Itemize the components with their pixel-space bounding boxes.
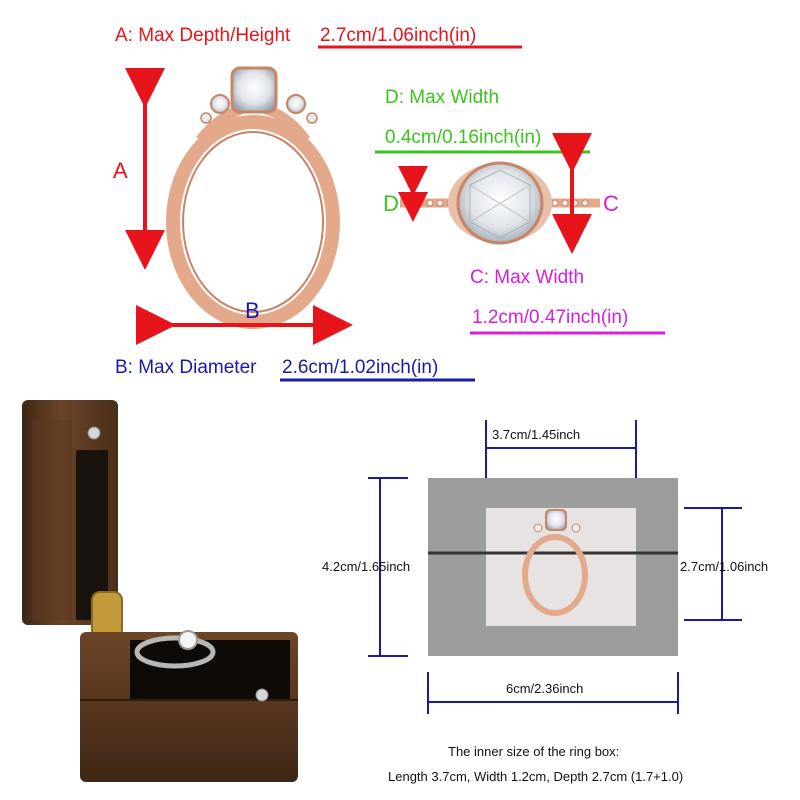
inner-height-label: 2.7cm/1.06inch [680, 559, 769, 574]
c-value-label: 1.2cm/0.47inch(in) [472, 307, 629, 328]
c-title-label: C: Max Width [470, 267, 585, 288]
d-value-label: 0.4cm/0.16inch(in) [385, 127, 542, 148]
caption-line-1: The inner size of the ring box: [448, 744, 620, 759]
a-value-label: 2.7cm/1.06inch(in) [320, 25, 477, 46]
inner-length-label: 3.7cm/1.45inch [492, 427, 581, 442]
a-title-label: A: Max Depth/Height [115, 25, 291, 46]
ring-front-view [166, 66, 340, 329]
box-dimension-diagram [368, 420, 742, 714]
a-letter-label: A [113, 158, 128, 183]
b-letter-label: B [245, 298, 260, 323]
b-value-label: 2.6cm/1.02inch(in) [282, 357, 439, 378]
d-letter-label: D [383, 191, 399, 216]
outer-height-label: 4.2cm/1.65inch [322, 559, 411, 574]
wooden-ring-box-photo [22, 400, 298, 782]
outer-width-label: 6cm/2.36inch [506, 681, 584, 696]
ring-top-view [400, 161, 600, 245]
d-title-label: D: Max Width [385, 87, 500, 108]
caption-line-2: Length 3.7cm, Width 1.2cm, Depth 2.7cm (… [388, 769, 684, 784]
b-title-label: B: Max Diameter [115, 357, 257, 378]
c-letter-label: C [603, 191, 619, 216]
